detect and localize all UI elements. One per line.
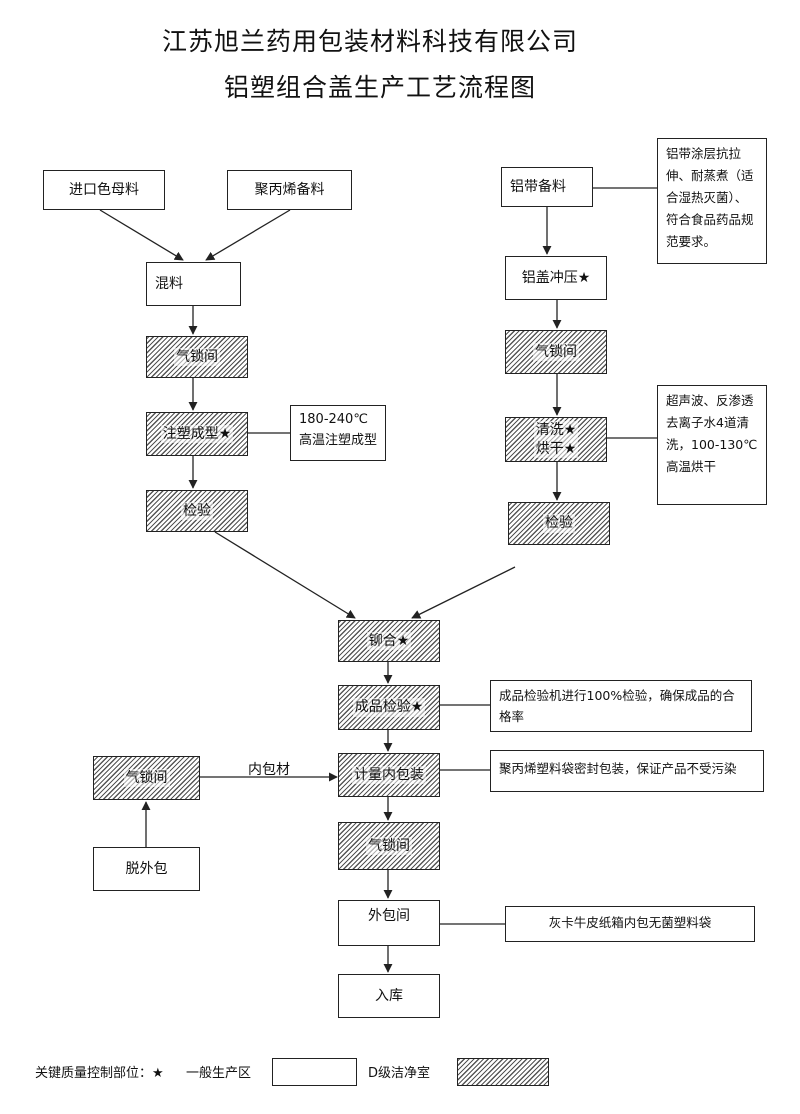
node-airlock-bottom-label: 气锁间 xyxy=(366,836,412,856)
legend-general-area-label: 一般生产区 xyxy=(186,1066,252,1081)
note-al-coating: 铝带涂层抗拉伸、耐蒸煮（适合湿热灭菌）、符合食品药品规范要求。 xyxy=(657,138,767,264)
node-masterbatch: 进口色母料 xyxy=(43,170,165,210)
legend-clean-room-label: D级洁净室 xyxy=(368,1066,431,1081)
note-count-pack: 聚丙烯塑料袋密封包装，保证产品不受污染 xyxy=(490,750,764,792)
node-inspect-right-label: 检验 xyxy=(543,514,575,533)
note-injection: 180-240℃高温注塑成型 xyxy=(290,405,386,461)
node-injection: 注塑成型★ xyxy=(146,412,248,456)
node-airlock-pack-label: 气锁间 xyxy=(123,768,170,788)
node-riveting: 铆合★ xyxy=(338,620,440,662)
legend-clean-room-swatch xyxy=(457,1058,549,1086)
node-inspect-right: 检验 xyxy=(508,502,610,545)
node-airlock-left-label: 气锁间 xyxy=(174,347,220,367)
node-count-pack: 计量内包装 xyxy=(338,753,440,797)
node-final-inspect-label: 成品检验★ xyxy=(352,698,426,717)
node-airlock-left: 气锁间 xyxy=(146,336,248,378)
note-wash: 超声波、反渗透去离子水4道清洗，100-130℃高温烘干 xyxy=(657,385,767,505)
node-wash-label: 清洗★ xyxy=(533,420,579,440)
node-dry-label: 烘干★ xyxy=(533,439,579,459)
company-title: 江苏旭兰药用包装材料科技有限公司 xyxy=(161,27,578,56)
legend-key-label: 关键质量控制部位：★ xyxy=(35,1066,164,1081)
node-storage: 入库 xyxy=(338,974,440,1018)
node-final-inspect: 成品检验★ xyxy=(338,685,440,730)
node-injection-label: 注塑成型★ xyxy=(160,424,234,444)
node-mixing: 混料 xyxy=(146,262,241,306)
edge-label-inner-material: 内包材 xyxy=(248,762,290,778)
node-airlock-right: 气锁间 xyxy=(505,330,607,374)
node-inspect-left: 检验 xyxy=(146,490,248,532)
node-riveting-label: 铆合★ xyxy=(366,631,412,651)
node-count-pack-label: 计量内包装 xyxy=(352,765,426,785)
node-airlock-pack: 气锁间 xyxy=(93,756,200,800)
node-airlock-right-label: 气锁间 xyxy=(533,342,579,362)
node-al-stamp: 铝盖冲压★ xyxy=(505,256,607,300)
chart-title: 铝塑组合盖生产工艺流程图 xyxy=(223,73,536,102)
node-al-prep: 铝带备料 xyxy=(501,167,593,207)
node-pp-prep: 聚丙烯备料 xyxy=(227,170,352,210)
note-outer-pack: 灰卡牛皮纸箱内包无菌塑料袋 xyxy=(505,906,755,942)
node-wash-dry: 清洗★ 烘干★ xyxy=(505,417,607,462)
note-final-inspect: 成品检验机进行100%检验，确保成品的合格率 xyxy=(490,680,752,732)
node-inspect-left-label: 检验 xyxy=(181,501,213,521)
node-airlock-bottom: 气锁间 xyxy=(338,822,440,870)
node-outer-pack: 外包间 xyxy=(338,900,440,946)
legend-general-area-swatch xyxy=(272,1058,357,1086)
node-unpack: 脱外包 xyxy=(93,847,200,891)
